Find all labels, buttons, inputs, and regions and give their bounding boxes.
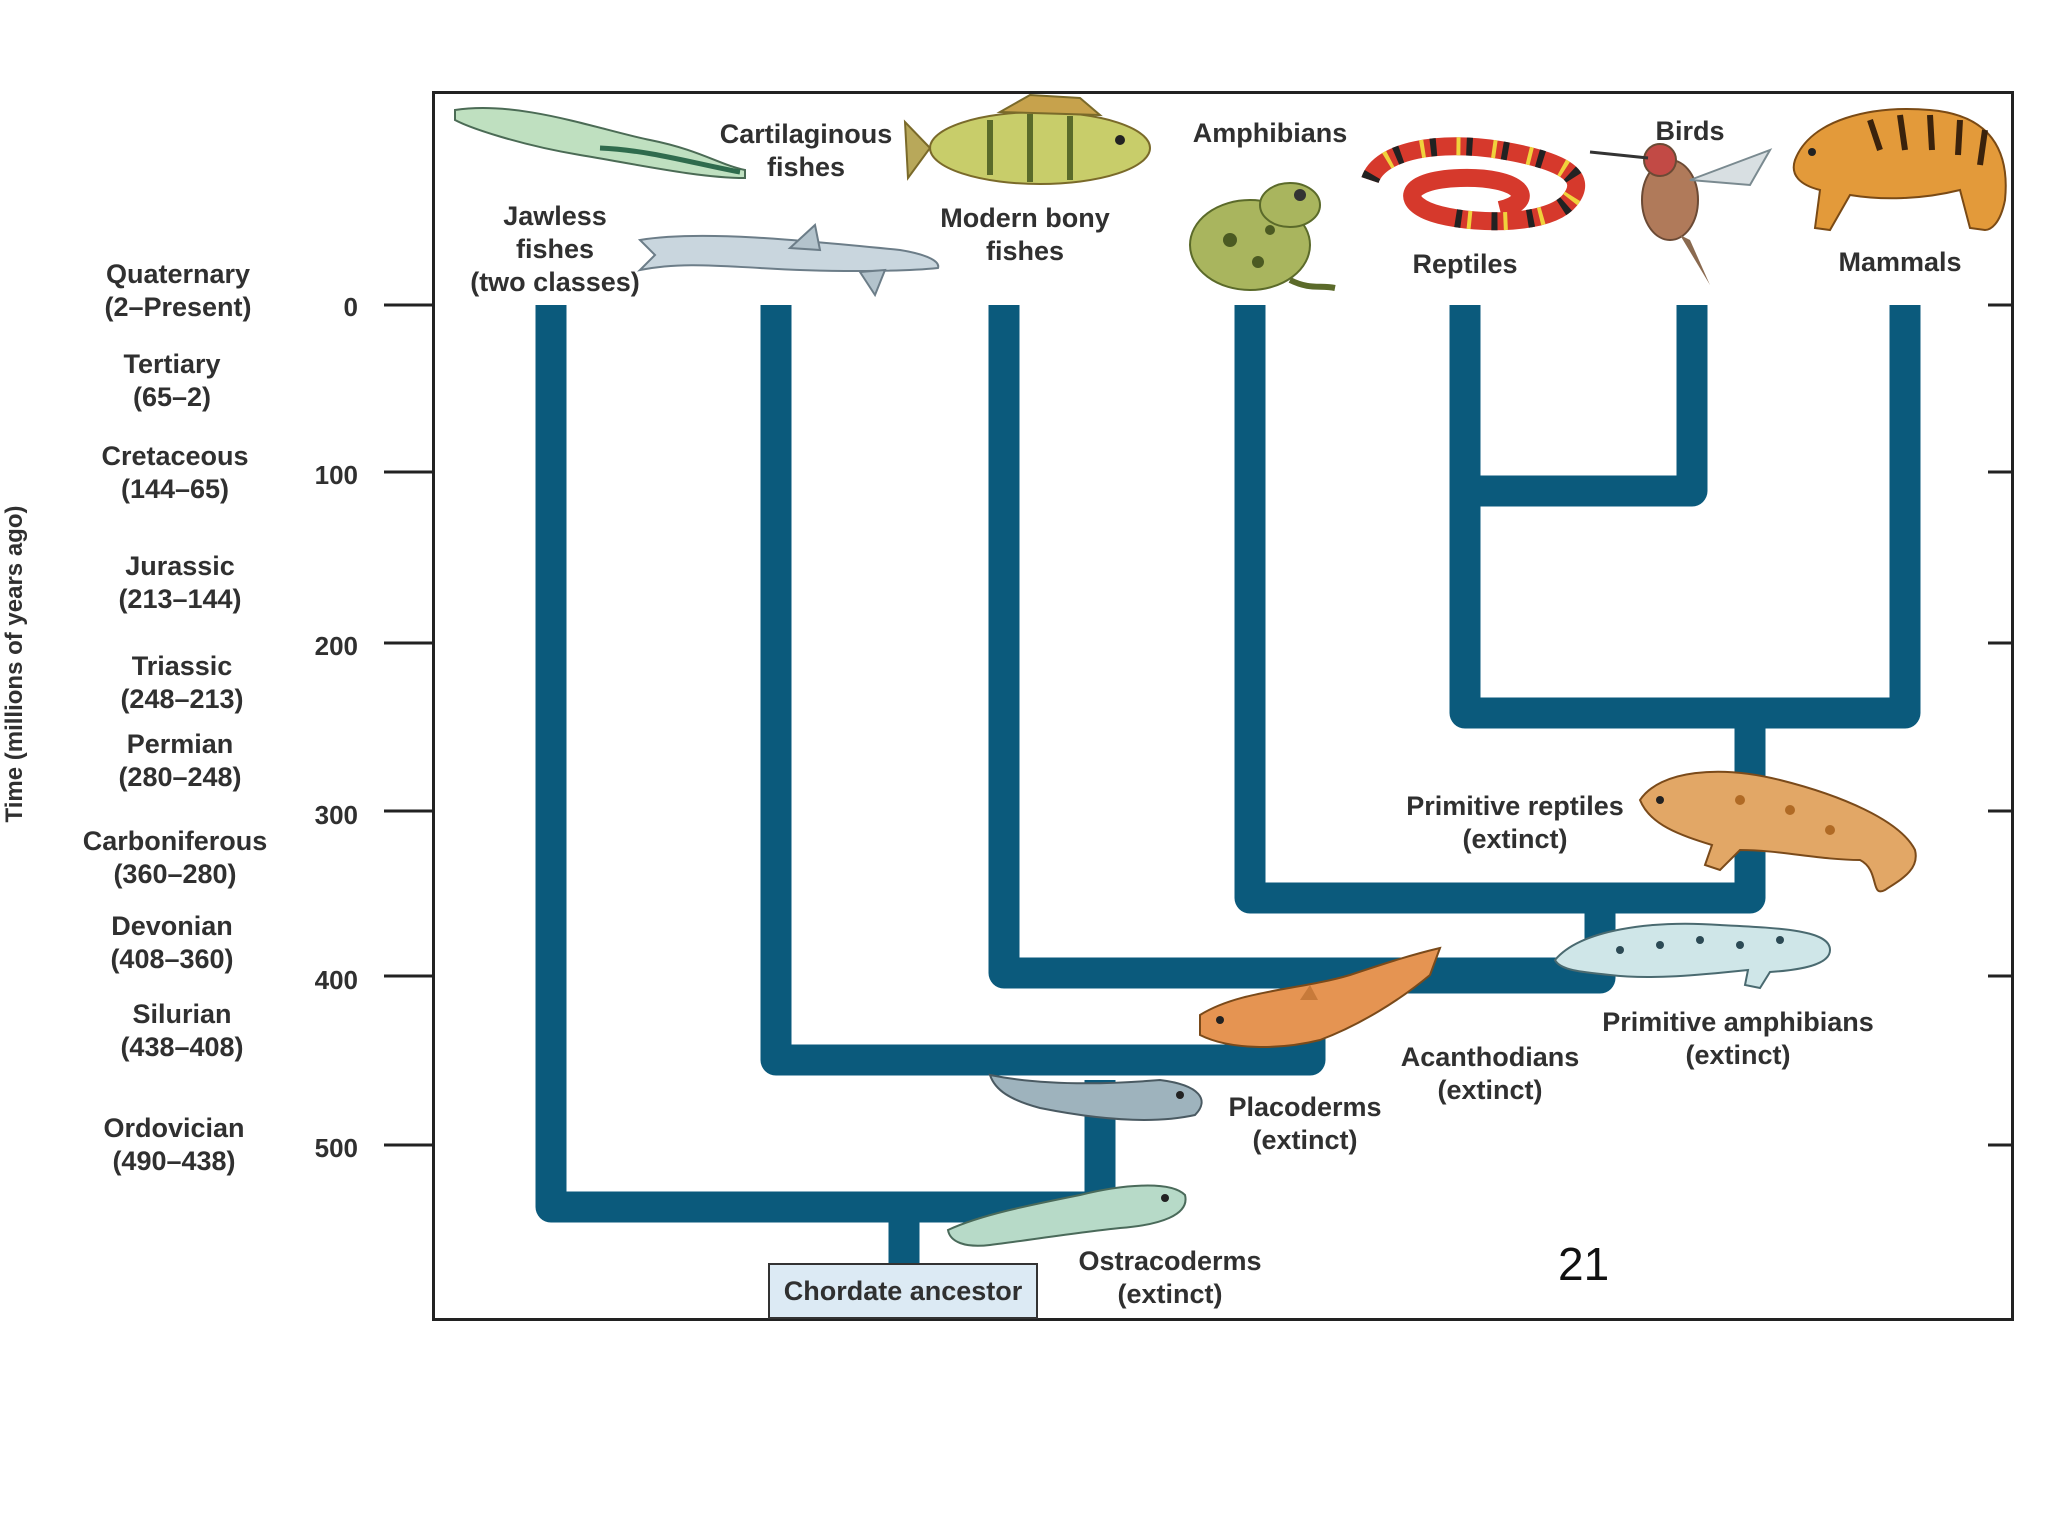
label-line: Reptiles — [1412, 249, 1518, 279]
era-name: Jurassic — [125, 551, 235, 581]
label-line: Primitive amphibians — [1602, 1007, 1874, 1037]
era-range: (280–248) — [118, 762, 242, 792]
primitive-amphibian-icon — [1553, 922, 1832, 990]
label-line: Birds — [1655, 116, 1725, 146]
label-modern-bony-fishes: Modern bony fishes — [925, 202, 1125, 268]
primitive-reptile-icon — [1638, 770, 1917, 893]
era-carboniferous: Carboniferous (360–280) — [55, 825, 295, 891]
era-name: Devonian — [111, 911, 233, 941]
label-acanthodians: Acanthodians (extinct) — [1385, 1041, 1595, 1107]
label-line: Cartilaginous — [719, 119, 893, 149]
label-line: fishes — [985, 236, 1065, 266]
label-line: Ostracoderms — [1078, 1246, 1262, 1276]
label-line: Jawless — [503, 201, 607, 231]
era-name: Triassic — [131, 651, 233, 681]
tick-label: 100 — [314, 460, 358, 490]
label-primitive-amphibians: Primitive amphibians (extinct) — [1588, 1006, 1888, 1072]
label-mammals: Mammals — [1825, 246, 1975, 279]
branch-reptiles-mammals — [1449, 305, 1921, 729]
shark-icon — [636, 223, 940, 298]
perch-icon — [903, 93, 1151, 185]
coral-snake-icon — [1361, 137, 1585, 231]
era-range: (360–280) — [113, 859, 237, 889]
label-line: Amphibians — [1192, 118, 1348, 148]
tick-label: 300 — [314, 800, 358, 830]
label-placoderms: Placoderms (extinct) — [1210, 1091, 1400, 1157]
era-jurassic: Jurassic (213–144) — [60, 550, 300, 616]
label-line: Primitive reptiles — [1406, 791, 1624, 821]
era-silurian: Silurian (438–408) — [62, 998, 302, 1064]
era-name: Ordovician — [103, 1113, 245, 1143]
label-line: (extinct) — [1117, 1279, 1223, 1309]
acanthodian-fish-icon — [1199, 946, 1442, 1048]
chordate-ancestor-box: Chordate ancestor — [768, 1263, 1038, 1319]
era-name: Permian — [126, 729, 234, 759]
era-name: Carboniferous — [82, 826, 268, 856]
era-name: Silurian — [132, 999, 232, 1029]
era-range: (144–65) — [120, 474, 230, 504]
branch-bony — [988, 305, 1600, 989]
frog-icon — [1189, 182, 1336, 291]
label-primitive-reptiles: Primitive reptiles (extinct) — [1390, 790, 1640, 856]
era-range: (2–Present) — [104, 292, 252, 322]
era-name: Cretaceous — [101, 441, 249, 471]
tick-label: 200 — [314, 631, 358, 661]
tiger-icon — [1792, 108, 2007, 232]
tick-label: 0 — [343, 292, 358, 322]
era-tertiary: Tertiary (65–2) — [52, 348, 292, 414]
label-jawless-fishes: Jawless fishes (two classes) — [460, 200, 650, 299]
era-cretaceous: Cretaceous (144–65) — [55, 440, 295, 506]
label-line: (extinct) — [1437, 1075, 1543, 1105]
era-range: (408–360) — [110, 944, 234, 974]
label-line: fishes — [766, 152, 846, 182]
diagram-frame — [432, 91, 2014, 1321]
placoderm-fish-icon — [988, 1073, 1203, 1121]
branch-birds — [1480, 305, 1708, 507]
label-ostracoderms: Ostracoderms (extinct) — [1065, 1245, 1275, 1311]
tick-label: 500 — [314, 1133, 358, 1163]
label-line: (extinct) — [1462, 824, 1568, 854]
era-triassic: Triassic (248–213) — [62, 650, 302, 716]
label-line: fishes — [515, 234, 595, 264]
label-line: (extinct) — [1685, 1040, 1791, 1070]
era-quaternary: Quaternary (2–Present) — [58, 258, 298, 324]
label-line: Modern bony — [940, 203, 1110, 233]
label-line: (two classes) — [470, 267, 640, 297]
label-line: Mammals — [1838, 247, 1962, 277]
hummingbird-icon — [1589, 143, 1773, 285]
era-range: (438–408) — [120, 1032, 244, 1062]
era-devonian: Devonian (408–360) — [52, 910, 292, 976]
era-ordovician: Ordovician (490–438) — [54, 1112, 294, 1178]
era-permian: Permian (280–248) — [60, 728, 300, 794]
branch-jawless — [535, 305, 1116, 1223]
tick-label: 400 — [314, 965, 358, 995]
era-range: (213–144) — [118, 584, 242, 614]
era-range: (65–2) — [132, 382, 212, 412]
label-line: Acanthodians — [1400, 1042, 1580, 1072]
tick-marks — [384, 303, 2014, 1147]
label-amphibians: Amphibians — [1180, 117, 1360, 150]
label-birds: Birds — [1640, 115, 1740, 148]
page-number: 21 — [1558, 1238, 1610, 1290]
era-range: (490–438) — [112, 1146, 236, 1176]
era-range: (248–213) — [120, 684, 244, 714]
era-name: Tertiary — [123, 349, 221, 379]
era-name: Quaternary — [105, 259, 251, 289]
label-cartilaginous-fishes: Cartilaginous fishes — [706, 118, 906, 184]
lamprey-icon — [454, 106, 746, 180]
label-line: (extinct) — [1252, 1125, 1358, 1155]
label-reptiles: Reptiles — [1400, 248, 1530, 281]
label-line: Placoderms — [1228, 1092, 1382, 1122]
ostracoderm-fish-icon — [946, 1184, 1187, 1247]
